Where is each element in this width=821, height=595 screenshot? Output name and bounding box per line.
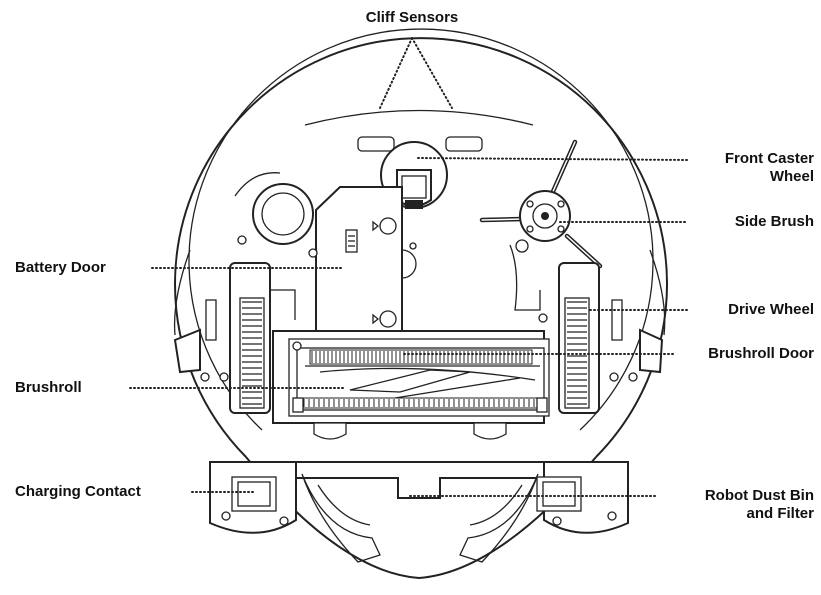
label-brushroll: Brushroll xyxy=(15,379,82,396)
label-dust-bin-line2: and Filter xyxy=(746,505,814,522)
lower-rollers xyxy=(313,422,507,440)
label-front-caster-line1: Front Caster xyxy=(724,150,814,167)
label-robot-dust-bin: Robot Dust Bin and Filter xyxy=(640,487,814,523)
label-cliff-sensors: Cliff Sensors xyxy=(365,9,459,26)
screw-holes xyxy=(200,235,638,382)
label-front-caster-wheel: Front Caster Wheel xyxy=(650,150,814,186)
label-side-brush: Side Brush xyxy=(734,213,814,230)
drive-wheel-left xyxy=(205,262,296,414)
battery-door xyxy=(315,186,417,333)
label-charging-contact: Charging Contact xyxy=(15,483,141,500)
cliff-sensor-front xyxy=(304,109,534,152)
leader-lines xyxy=(129,37,689,497)
robot-body xyxy=(173,28,668,579)
charging-contact-left xyxy=(221,476,289,526)
side-brush xyxy=(479,139,603,269)
leader-cliff-sensors xyxy=(379,37,453,109)
brushroll xyxy=(292,347,548,413)
label-dust-bin-line1: Robot Dust Bin xyxy=(704,487,814,504)
leader-front-caster xyxy=(417,157,689,161)
left-port xyxy=(234,172,314,245)
label-drive-wheel: Drive Wheel xyxy=(728,301,814,318)
label-brushroll-door: Brushroll Door xyxy=(708,345,814,362)
label-front-caster-line2: Wheel xyxy=(769,168,814,185)
label-battery-door: Battery Door xyxy=(15,259,106,276)
charging-contact-right xyxy=(536,476,617,526)
